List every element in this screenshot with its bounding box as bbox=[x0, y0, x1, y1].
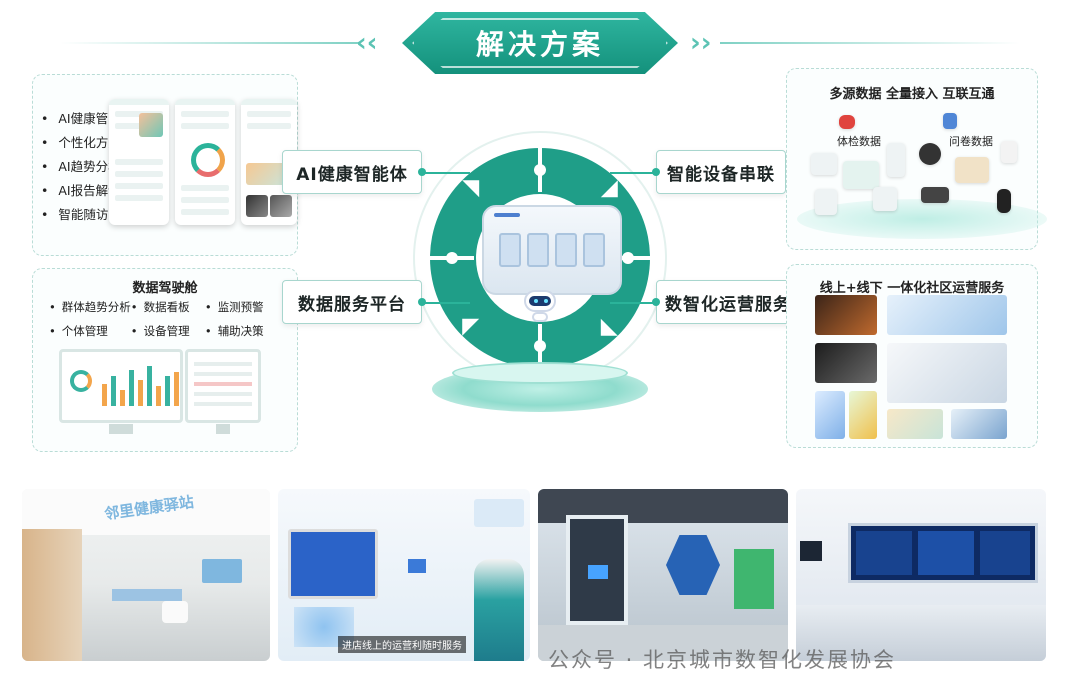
photo-interactive-screen: 进店线上的运营利随时服务 bbox=[278, 489, 530, 661]
device-wearable bbox=[997, 189, 1011, 213]
device-station bbox=[843, 161, 879, 189]
operations-panel: 线上+线下 一体化社区运营服务 bbox=[786, 264, 1038, 448]
ai-feature-item: AI健康管家 bbox=[41, 107, 121, 131]
ai-feature-item: AI报告解读 bbox=[41, 179, 121, 203]
thumbnail-image bbox=[887, 409, 943, 439]
callout-digital-ops: 数智化运营服务 bbox=[656, 280, 800, 324]
dashboard-monitor bbox=[59, 349, 183, 434]
title-divider-right bbox=[720, 42, 1020, 44]
phone-mockup bbox=[109, 99, 169, 225]
device-scale-flat bbox=[921, 187, 949, 203]
phone-mockup bbox=[175, 99, 235, 225]
photo-health-station: 邻里健康驿站 bbox=[22, 489, 270, 661]
connector-dot bbox=[418, 168, 426, 176]
device-analyzer bbox=[873, 187, 897, 211]
cockpit-item: 辅助决策 bbox=[205, 323, 279, 339]
callout-label: 数智化运营服务 bbox=[665, 294, 791, 315]
connector-line bbox=[610, 172, 656, 174]
chevron-right-icon: ›› bbox=[690, 28, 712, 58]
ai-feature-item: 智能随访 bbox=[41, 203, 121, 227]
photo-caption: 进店线上的运营利随时服务 bbox=[338, 636, 466, 653]
ai-feature-item: AI趋势分析 bbox=[41, 155, 121, 179]
thumbnail-image bbox=[887, 343, 1007, 403]
label-physical-exam: 体检数据 bbox=[837, 135, 881, 148]
page-title: 解决方案 bbox=[475, 28, 604, 61]
label-survey: 问卷数据 bbox=[949, 135, 993, 148]
connector-line bbox=[610, 302, 656, 304]
pedestal-top bbox=[452, 362, 628, 384]
ai-health-panel: AI健康管家 个性化方案 AI趋势分析 AI报告解读 智能随访 bbox=[32, 74, 298, 256]
cockpit-title: 数据驾驶舱 bbox=[132, 281, 198, 296]
device-scale bbox=[887, 143, 905, 177]
device-monitor bbox=[811, 153, 837, 175]
heart-icon bbox=[839, 115, 855, 129]
connector-line bbox=[422, 302, 470, 304]
callout-data-platform: 数据服务平台 bbox=[282, 280, 422, 324]
device-sensor bbox=[919, 143, 941, 165]
device-kiosk bbox=[815, 189, 837, 215]
thumbnail-image bbox=[815, 391, 845, 439]
watermark-text: 公众号 · 北京城市数智化发展协会 bbox=[548, 648, 897, 672]
cockpit-item: 监测预警 bbox=[205, 299, 279, 315]
thumbnail-image bbox=[815, 295, 877, 335]
cockpit-item: 个体管理 bbox=[49, 323, 131, 339]
cockpit-item: 数据看板 bbox=[131, 299, 205, 315]
thumbnail-image bbox=[815, 343, 877, 383]
connector-dot bbox=[652, 168, 660, 176]
device-panel: 多源数据 全量接入 互联互通 体检数据 问卷数据 bbox=[786, 68, 1047, 250]
thumbnail-image bbox=[887, 295, 1007, 335]
data-cockpit-panel: 数据驾驶舱 群体趋势分析 数据看板 监测预警 个体管理 设备管理 辅助决策 bbox=[32, 268, 298, 452]
health-kiosk-device bbox=[482, 205, 622, 295]
callout-label: AI健康智能体 bbox=[296, 164, 408, 185]
title-badge: 解决方案 bbox=[402, 12, 678, 74]
callout-ai-agent: AI健康智能体 bbox=[282, 150, 422, 194]
ai-feature-item: 个性化方案 bbox=[41, 131, 121, 155]
connector-line bbox=[422, 172, 470, 174]
cockpit-item: 设备管理 bbox=[131, 323, 205, 339]
chevron-left-icon: ‹‹ bbox=[356, 28, 378, 58]
callout-label: 智能设备串联 bbox=[667, 164, 775, 185]
connector-dot bbox=[652, 298, 660, 306]
robot-icon bbox=[520, 288, 560, 324]
device-building bbox=[955, 157, 989, 183]
photo-exhibition-hall bbox=[538, 489, 788, 661]
title-banner: ‹‹ ›› 解决方案 bbox=[0, 10, 1080, 74]
callout-label: 数据服务平台 bbox=[298, 294, 406, 315]
operations-panel-title: 线上+线下 一体化社区运营服务 bbox=[819, 281, 1005, 296]
device-glucometer bbox=[1001, 141, 1017, 163]
phone-mockup bbox=[241, 99, 297, 225]
photo-data-wall bbox=[796, 489, 1046, 661]
device-panel-title: 多源数据 全量接入 互联互通 bbox=[829, 87, 995, 102]
title-divider-left bbox=[60, 42, 360, 44]
cockpit-feature-list: 群体趋势分析 数据看板 监测预警 个体管理 设备管理 辅助决策 bbox=[49, 299, 279, 339]
connector-dot bbox=[418, 298, 426, 306]
ai-feature-list: AI健康管家 个性化方案 AI趋势分析 AI报告解读 智能随访 bbox=[41, 107, 121, 227]
clipboard-icon bbox=[943, 113, 957, 129]
cockpit-item: 群体趋势分析 bbox=[49, 299, 131, 315]
dashboard-monitor bbox=[185, 349, 261, 434]
thumbnail-image bbox=[951, 409, 1007, 439]
callout-device-link: 智能设备串联 bbox=[656, 150, 786, 194]
thumbnail-image bbox=[849, 391, 877, 439]
